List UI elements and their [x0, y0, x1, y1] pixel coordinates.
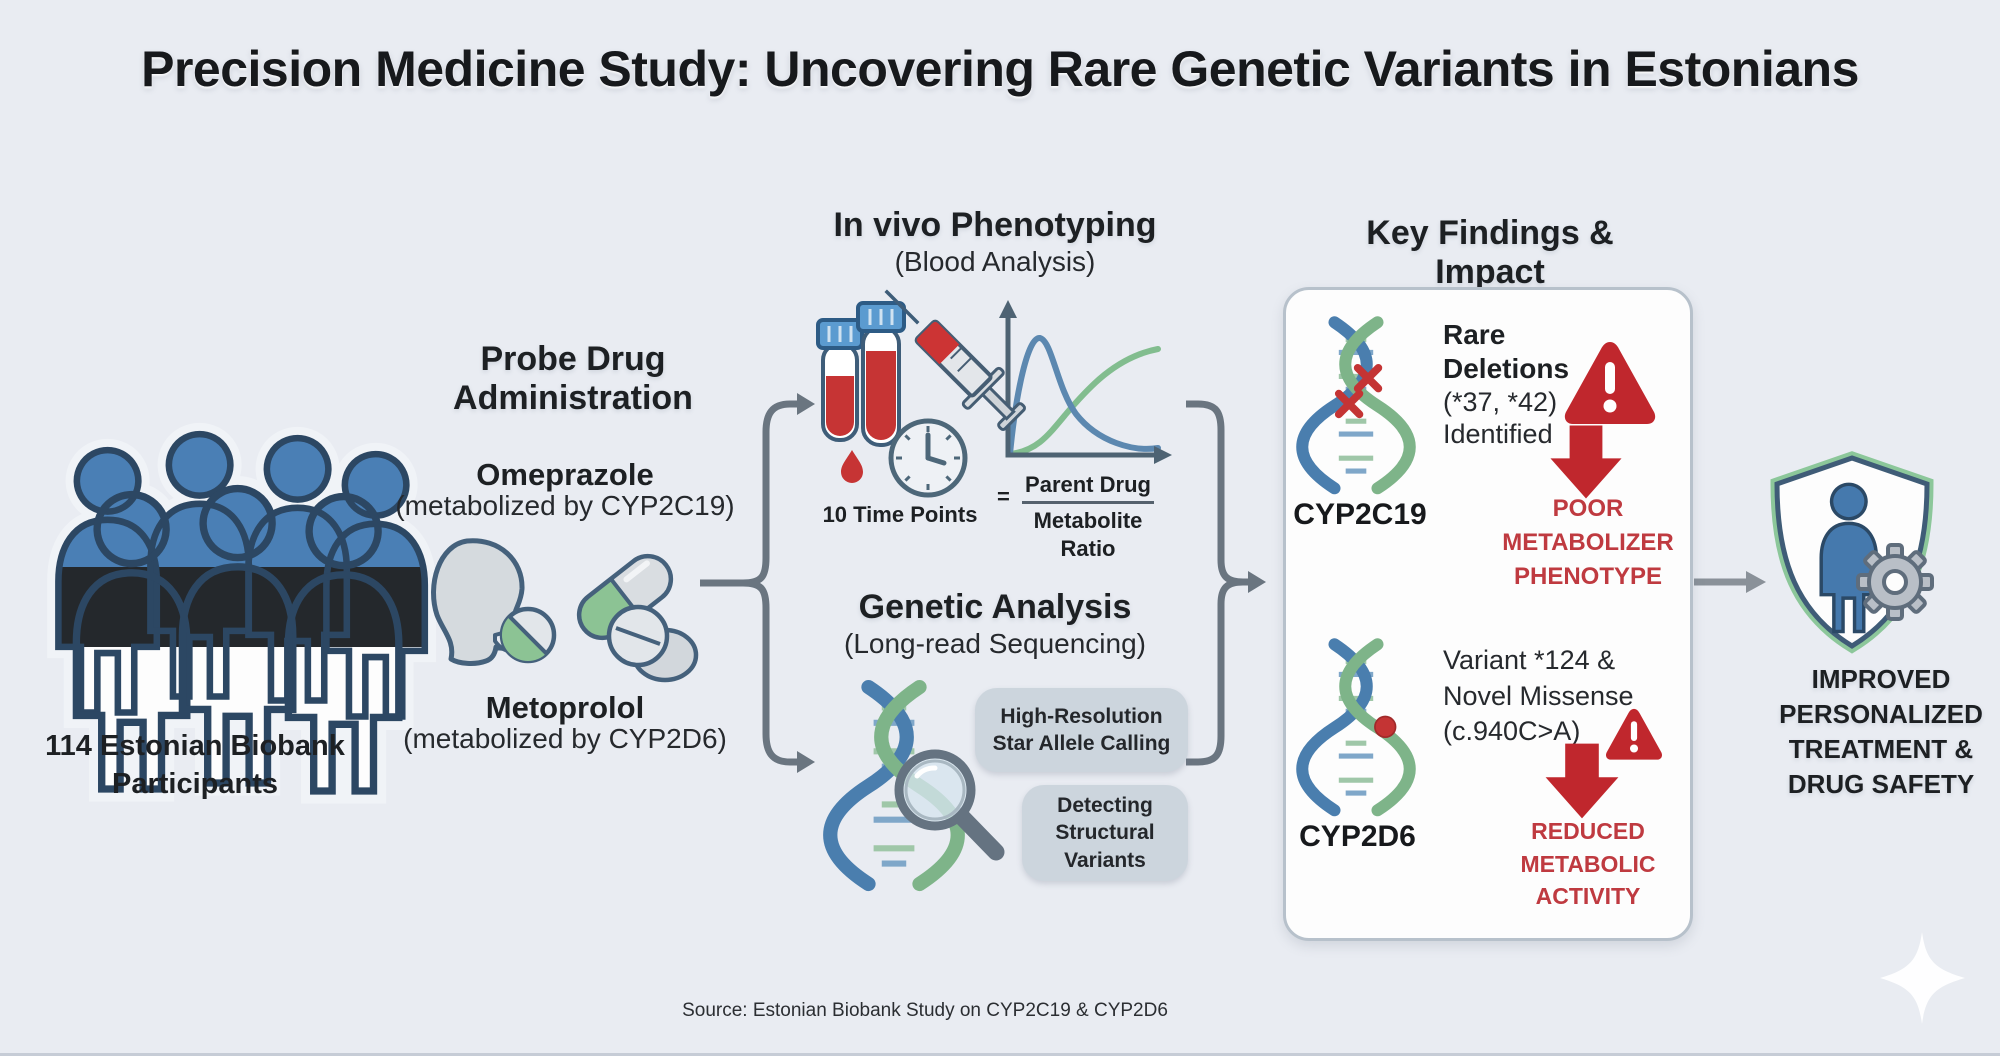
blood-tube — [856, 301, 906, 447]
genetic-heading: Genetic Analysis — [858, 588, 1132, 626]
gene2-impact: REDUCED METABOLIC ACTIVITY — [1520, 818, 1656, 910]
crowd-estonian-flag-icon — [48, 432, 443, 800]
phenotyping-heading: In vivo Phenotyping — [833, 206, 1157, 244]
time-points-label: 10 Time Points — [822, 502, 978, 527]
cyp2c19-dna-icon — [1312, 318, 1400, 490]
blood-tubes-syringe-icon — [816, 289, 1026, 498]
gene1-label: CYP2C19 — [1293, 498, 1427, 531]
arrow-findings-to-outcome — [1694, 571, 1766, 593]
magnifier-icon — [894, 749, 1005, 861]
callout-star-allele: High-Resolution Star Allele Calling — [975, 688, 1188, 772]
drug1-name: Omeprazole — [476, 457, 654, 492]
drug2-name: Metoprolol — [485, 690, 645, 725]
probe-drug-heading: Probe Drug Administration — [453, 340, 693, 418]
callout-structural-variants-text: Detecting Structural Variants — [1055, 794, 1155, 872]
sparkle-icon — [1880, 932, 1965, 1024]
ratio-denominator: Metabolite Ratio — [1033, 508, 1143, 561]
split-arrowhead-top — [797, 393, 815, 415]
equals-sign: = — [997, 484, 1010, 509]
gene1-annotation-rest: (*37, *42) Identified — [1443, 387, 1558, 450]
drug2-meta: (metabolized by CYP2D6) — [403, 723, 727, 754]
gene1-annotation-bold: Rare Deletions — [1443, 319, 1570, 384]
round-pill — [499, 606, 557, 664]
tablets — [606, 604, 699, 683]
genetic-subheading: (Long-read Sequencing) — [844, 628, 1146, 659]
findings-heading: Key Findings & Impact — [1366, 214, 1614, 292]
blood-drop-icon — [841, 450, 863, 483]
missense-dot — [1374, 715, 1397, 739]
phenotyping-subheading: (Blood Analysis) — [894, 246, 1096, 277]
bubble-tail — [1001, 824, 1038, 861]
drug1-meta: (metabolized by CYP2C19) — [395, 490, 735, 521]
red-down-arrow-icon — [1545, 743, 1619, 819]
page-title: Precision Medicine Study: Uncovering Rar… — [141, 41, 1859, 97]
outcome-label: IMPROVED PERSONALIZED TREATMENT & DRUG S… — [1779, 664, 1983, 800]
deletion-x-marks — [1334, 364, 1383, 419]
callout-structural-variants: Detecting Structural Variants — [1022, 785, 1188, 881]
dna-magnifier-icon — [835, 680, 1005, 905]
callout-star-allele-text: High-Resolution Star Allele Calling — [992, 704, 1171, 755]
clock-icon — [888, 418, 968, 498]
source-note: Source: Estonian Biobank Study on CYP2C1… — [682, 1000, 1168, 1021]
red-down-arrow-icon — [1550, 425, 1622, 499]
participants-label: 114 Estonian Biobank Participants — [45, 730, 345, 800]
warning-triangle-icon — [1564, 342, 1656, 424]
split-arrowhead-bottom — [797, 751, 815, 773]
pk-curve-chart — [999, 300, 1172, 464]
ratio-numerator: Parent Drug — [1025, 472, 1151, 497]
split-bracket — [700, 400, 797, 766]
merge-arrowhead — [1248, 571, 1266, 593]
gear-icon — [1856, 543, 1934, 621]
gene2-label: CYP2D6 — [1299, 820, 1416, 853]
head-swallowing-pill-icon — [431, 538, 699, 683]
blood-tube — [816, 318, 864, 442]
merge-bracket — [1186, 400, 1248, 766]
cyp2d6-dna-icon — [1312, 640, 1400, 812]
syringe — [884, 289, 1026, 431]
gene2-annotation: Variant *124 & Novel Missense (c.940C>A) — [1443, 645, 1634, 747]
fraction-bar — [1022, 501, 1154, 504]
gene1-impact: POOR METABOLIZER PHENOTYPE — [1502, 495, 1674, 591]
shield-person-gear-icon — [1770, 451, 1934, 654]
